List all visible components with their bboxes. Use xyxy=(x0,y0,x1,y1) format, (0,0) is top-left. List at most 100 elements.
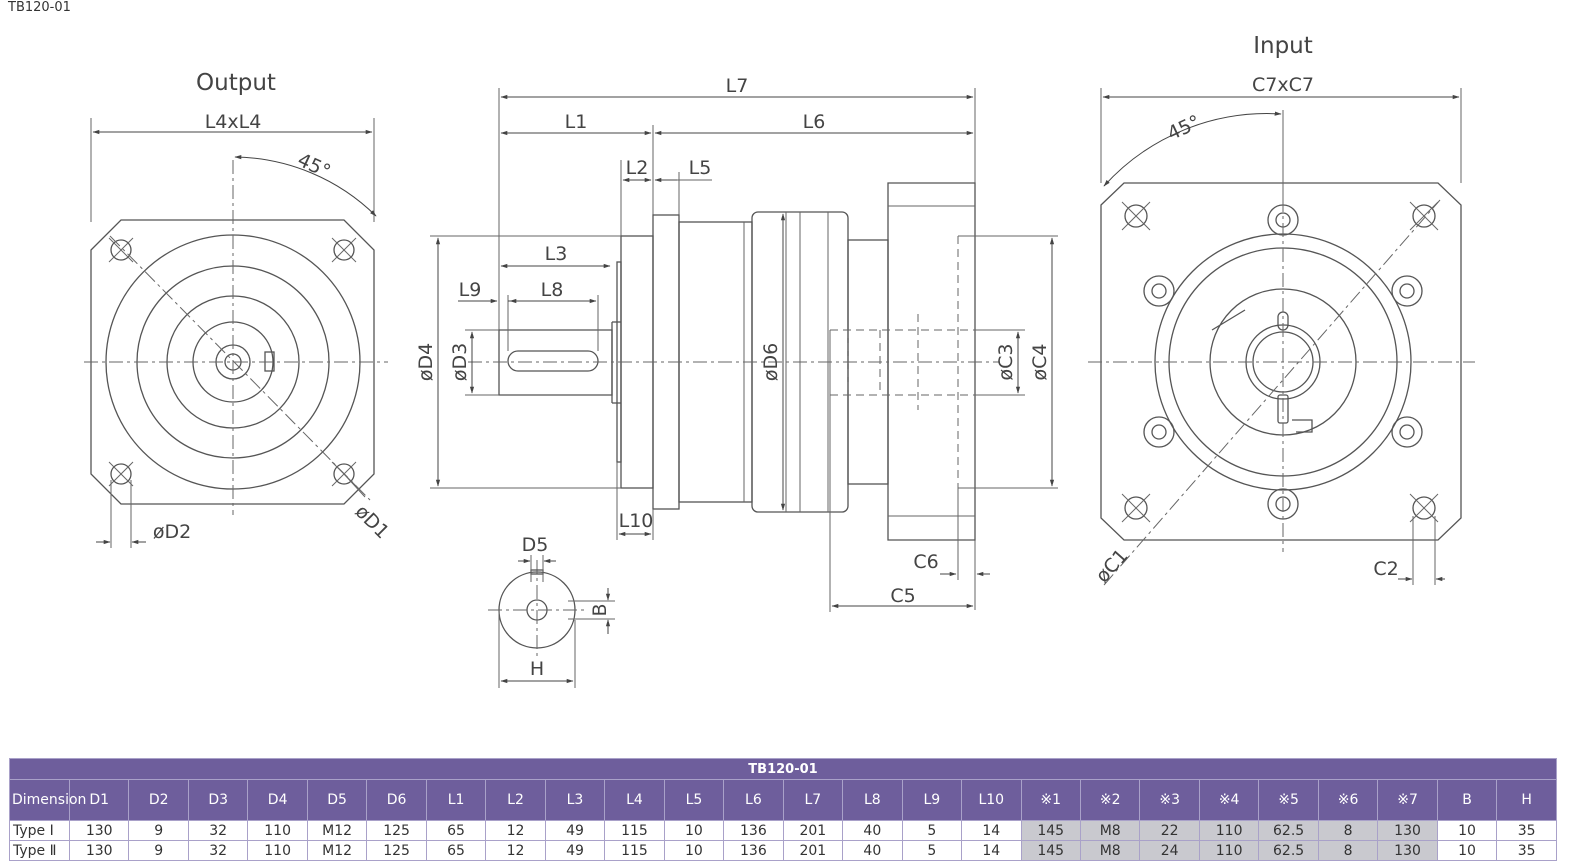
table-cell: 49 xyxy=(544,820,606,841)
table-caption: TB120-01 xyxy=(9,758,1557,780)
dim-l8: L8 xyxy=(541,279,564,301)
dim-l3: L3 xyxy=(545,243,568,265)
table-cell: 110 xyxy=(247,820,308,841)
row-type-label: Type Ⅰ xyxy=(9,820,70,841)
column-header: L3 xyxy=(544,779,606,821)
column-header: L5 xyxy=(663,779,725,821)
dim-c7xc7: C7xC7 xyxy=(1252,74,1314,96)
table-cell: 62.5 xyxy=(1258,840,1319,861)
dim-c6: C6 xyxy=(913,551,938,573)
table-cell: 110 xyxy=(247,840,308,861)
dim-c5: C5 xyxy=(890,585,915,607)
table-cell: 12 xyxy=(485,820,546,841)
dim-d6: øD6 xyxy=(760,343,782,381)
shaft-section: D5 B H xyxy=(488,534,615,688)
table-cell: 110 xyxy=(1198,820,1260,841)
table-cell: 130 xyxy=(68,820,130,841)
table-cell: 9 xyxy=(128,840,189,861)
column-header: D2 xyxy=(128,779,189,821)
dim-l6: L6 xyxy=(803,111,826,133)
column-header: D6 xyxy=(366,779,427,821)
table-cell: 130 xyxy=(1377,820,1438,841)
dim-c1: øC1 xyxy=(1091,545,1132,587)
table-cell: 5 xyxy=(901,840,963,861)
column-header: L4 xyxy=(604,779,665,821)
table-cell: 136 xyxy=(723,820,784,841)
column-header: D3 xyxy=(187,779,249,821)
dim-l1: L1 xyxy=(565,111,588,133)
table-cell: M8 xyxy=(1079,840,1141,861)
table-cell: 125 xyxy=(366,820,427,841)
table-cell: 49 xyxy=(544,840,606,861)
table-cell: 12 xyxy=(485,840,546,861)
dim-d5: D5 xyxy=(522,534,549,556)
table-cell: 110 xyxy=(1198,840,1260,861)
dim-d2: øD2 xyxy=(153,521,191,543)
table-cell: 145 xyxy=(1020,820,1081,841)
input-title: Input xyxy=(1253,33,1313,59)
row-type-label: Type Ⅱ xyxy=(9,840,70,861)
column-header: D1 xyxy=(68,779,130,821)
column-header: ※6 xyxy=(1317,779,1379,821)
column-header: ※3 xyxy=(1139,779,1200,821)
input-flange-side xyxy=(887,182,976,541)
dim-c3: øC3 xyxy=(995,344,1017,381)
table-cell: 125 xyxy=(366,840,427,861)
row-header-label: Dimension xyxy=(9,779,86,821)
table-cell: M8 xyxy=(1079,820,1141,841)
column-header: L6 xyxy=(723,779,784,821)
column-header: L10 xyxy=(961,779,1022,821)
table-cell: 24 xyxy=(1139,840,1200,861)
dim-c4: øC4 xyxy=(1029,344,1051,381)
dim-h: H xyxy=(530,658,544,680)
technical-drawing: Output L4xL4 45° xyxy=(84,33,1475,688)
table-cell: 115 xyxy=(604,820,665,841)
table-cell: 9 xyxy=(128,820,189,841)
output-flange xyxy=(90,219,375,505)
table-cell: 10 xyxy=(1436,820,1498,841)
column-header: L7 xyxy=(782,779,844,821)
table-cell: 14 xyxy=(961,820,1022,841)
dim-l9: L9 xyxy=(459,279,482,301)
output-bolt-holes xyxy=(108,237,357,487)
column-header: L2 xyxy=(485,779,546,821)
table-cell: 115 xyxy=(604,840,665,861)
table-cell: 65 xyxy=(425,840,487,861)
dim-l4xl4: L4xL4 xyxy=(205,111,262,133)
table-cell: 40 xyxy=(842,820,903,841)
output-title: Output xyxy=(196,70,276,96)
column-header: L1 xyxy=(425,779,487,821)
table-cell: 8 xyxy=(1317,840,1379,861)
output-angle: 45° xyxy=(294,149,334,183)
side-view: L7 L1 L6 L2 L5 xyxy=(415,75,1058,612)
table-cell: M12 xyxy=(306,820,368,841)
table-cell: 130 xyxy=(1377,840,1438,861)
table-cell: 62.5 xyxy=(1258,820,1319,841)
dim-d1: øD1 xyxy=(351,501,394,544)
column-header: ※4 xyxy=(1198,779,1260,821)
table-cell: 22 xyxy=(1139,820,1200,841)
dim-l5: L5 xyxy=(689,157,712,179)
table-cell: 40 xyxy=(842,840,903,861)
table-cell: 130 xyxy=(68,840,130,861)
column-header: D5 xyxy=(306,779,368,821)
column-header: L8 xyxy=(842,779,903,821)
table-cell: 5 xyxy=(901,820,963,841)
column-header: L9 xyxy=(901,779,963,821)
input-angle: 45° xyxy=(1164,111,1204,145)
table-cell: 136 xyxy=(723,840,784,861)
table-cell: 32 xyxy=(187,840,249,861)
input-corner-bolt-holes xyxy=(1121,201,1439,523)
input-view: Input C7xC7 xyxy=(1088,33,1475,587)
table-cell: 8 xyxy=(1317,820,1379,841)
table-cell: 10 xyxy=(1436,840,1498,861)
column-header: ※5 xyxy=(1258,779,1319,821)
column-header: ※2 xyxy=(1079,779,1141,821)
dim-d3: øD3 xyxy=(449,343,471,381)
column-header: D4 xyxy=(247,779,308,821)
document-title: TB120-01 xyxy=(8,0,71,15)
